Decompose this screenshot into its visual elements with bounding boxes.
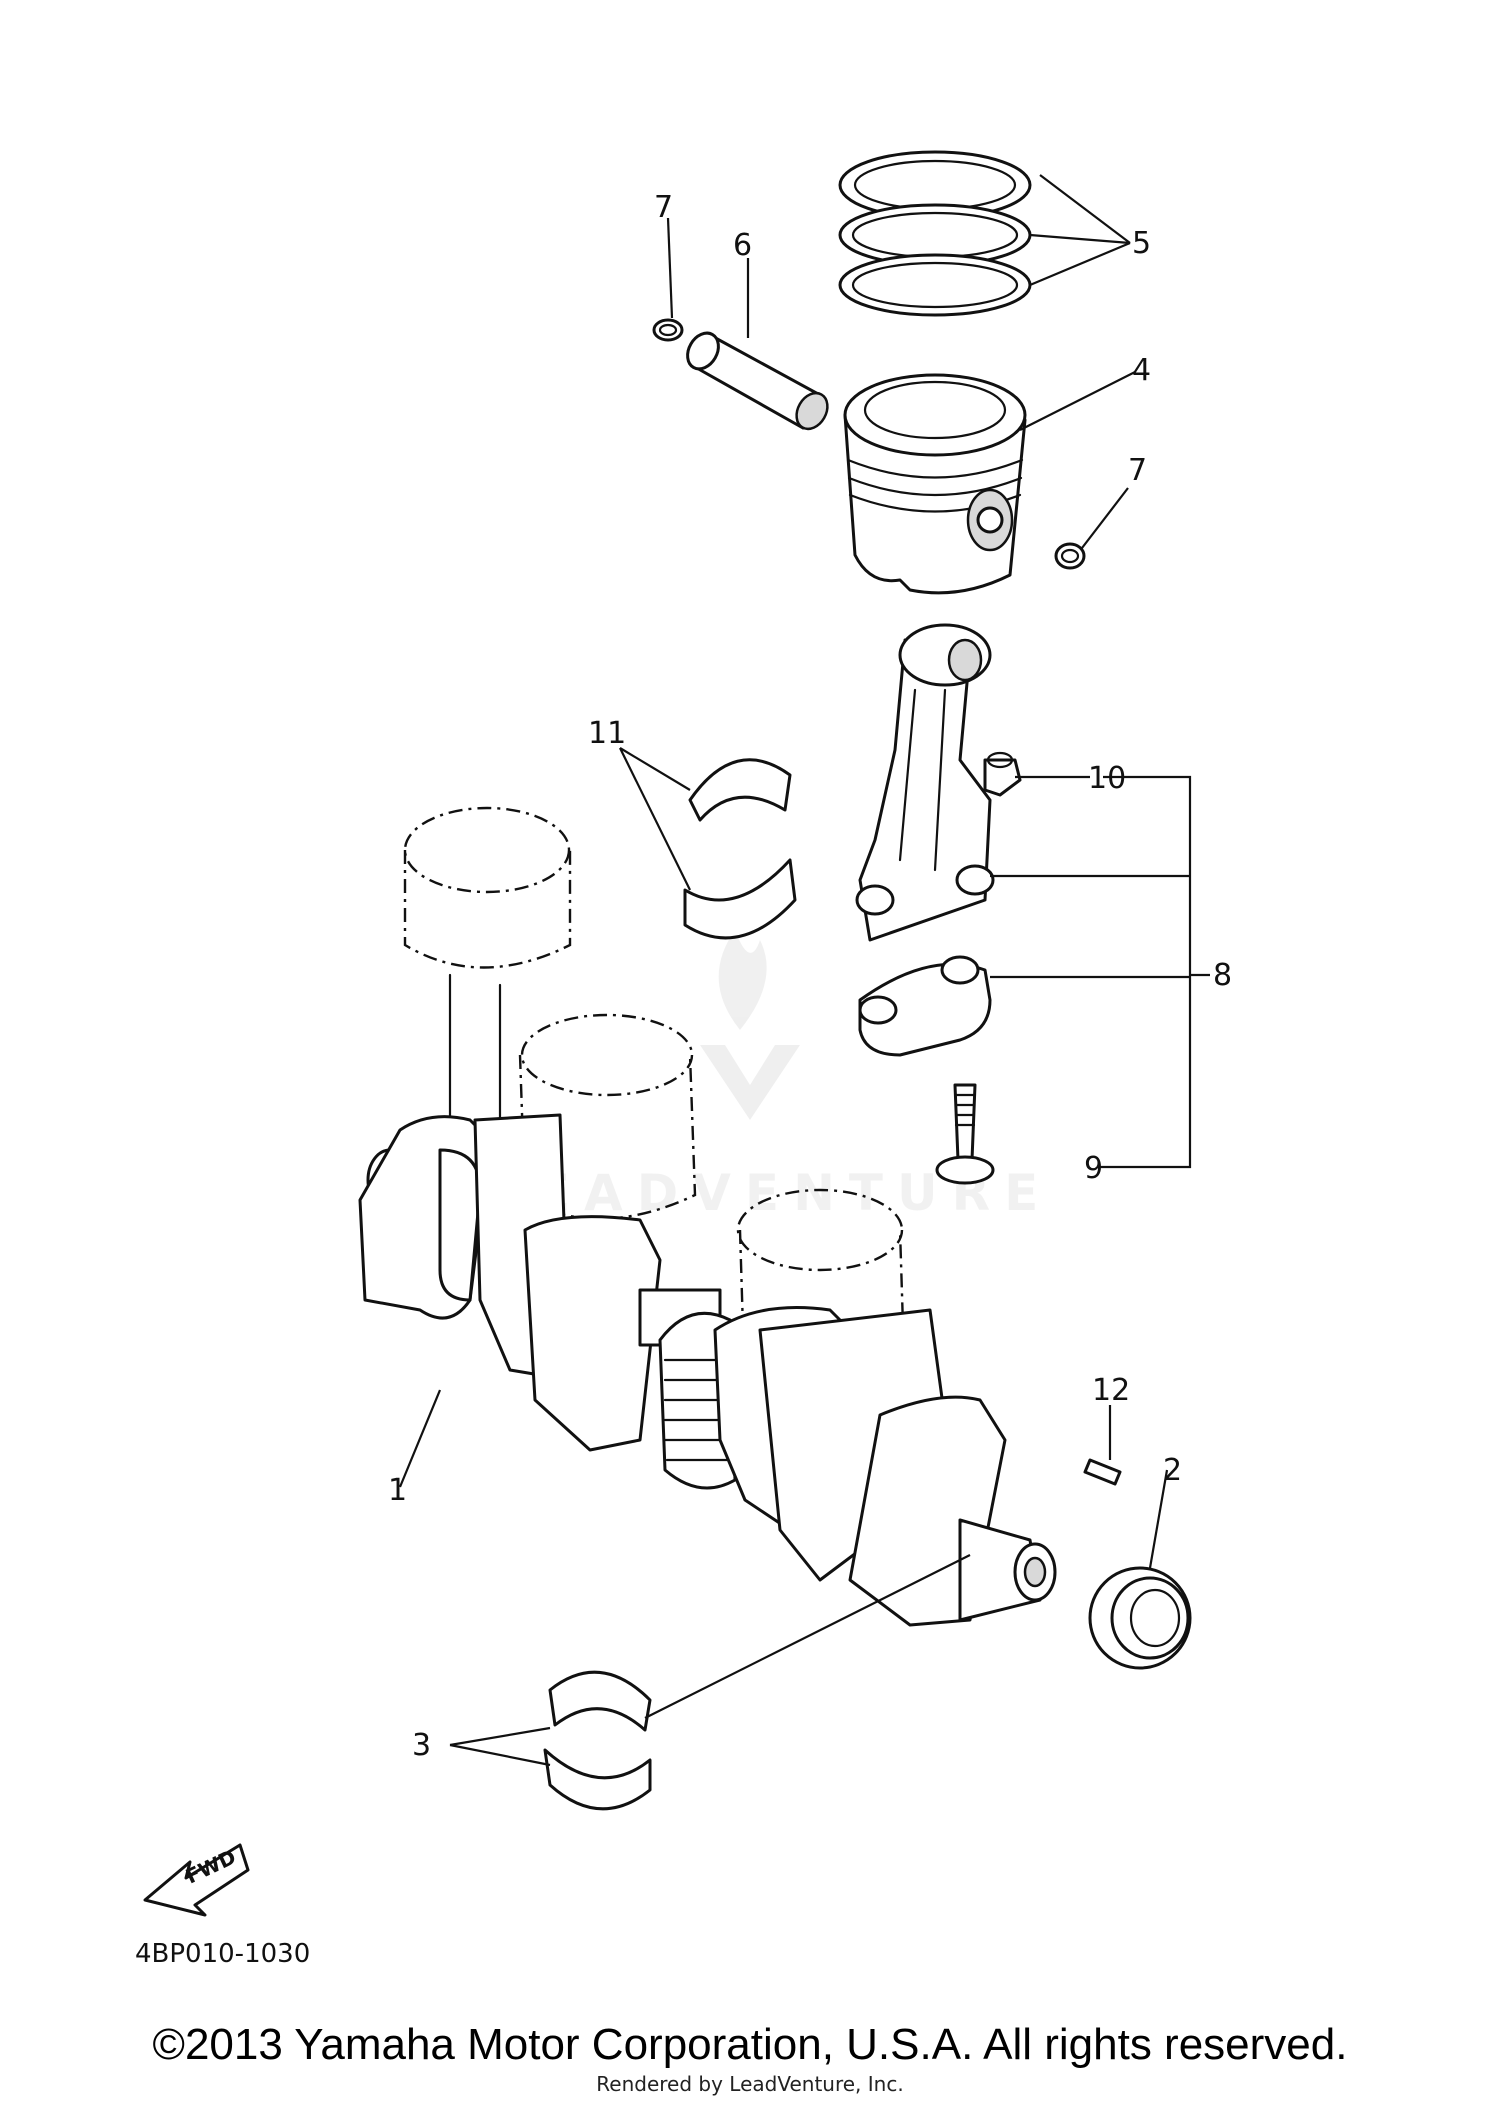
circlip-left [652,318,684,342]
rod-bolt [935,1083,995,1185]
oil-seal [1088,1566,1192,1670]
rod-nut [983,751,1022,797]
big-end-bearing-upper [688,758,792,822]
callout-2: 2 [1163,1453,1182,1488]
main-bearings [543,1670,652,1811]
callout-12: 12 [1092,1373,1130,1408]
callout-7-left: 7 [654,190,673,225]
piston-pin [686,331,829,431]
callout-4: 4 [1132,353,1151,388]
piston [843,373,1027,595]
rendered-by-note: Rendered by LeadVenture, Inc. [596,2072,904,2096]
connecting-rod [855,623,995,942]
callout-9: 9 [1084,1151,1103,1186]
callout-3: 3 [412,1728,431,1763]
callout-6: 6 [733,228,752,263]
dowel-pin [1083,1458,1122,1486]
big-end-bearing-lower [683,858,797,940]
watermark-logo [700,930,800,1120]
callout-10: 10 [1088,761,1126,796]
figure-reference: 4BP010-1030 [135,1939,310,1969]
leader-lines [398,174,1210,1767]
callout-5: 5 [1132,226,1151,261]
callout-labels: 1 2 3 4 5 6 7 7 8 9 10 11 12 [388,190,1232,1763]
callout-7-right: 7 [1128,453,1147,488]
copyright-notice: ©2013 Yamaha Motor Corporation, U.S.A. A… [152,2020,1348,2069]
piston-rings [838,150,1032,317]
callout-11: 11 [588,716,626,751]
callout-8: 8 [1213,958,1232,993]
crankshaft [358,973,1057,1627]
callout-1: 1 [388,1473,407,1508]
connecting-rod-cap [858,955,992,1057]
circlip-right [1054,542,1086,570]
fwd-arrow-icon: FWD [143,1843,250,1917]
